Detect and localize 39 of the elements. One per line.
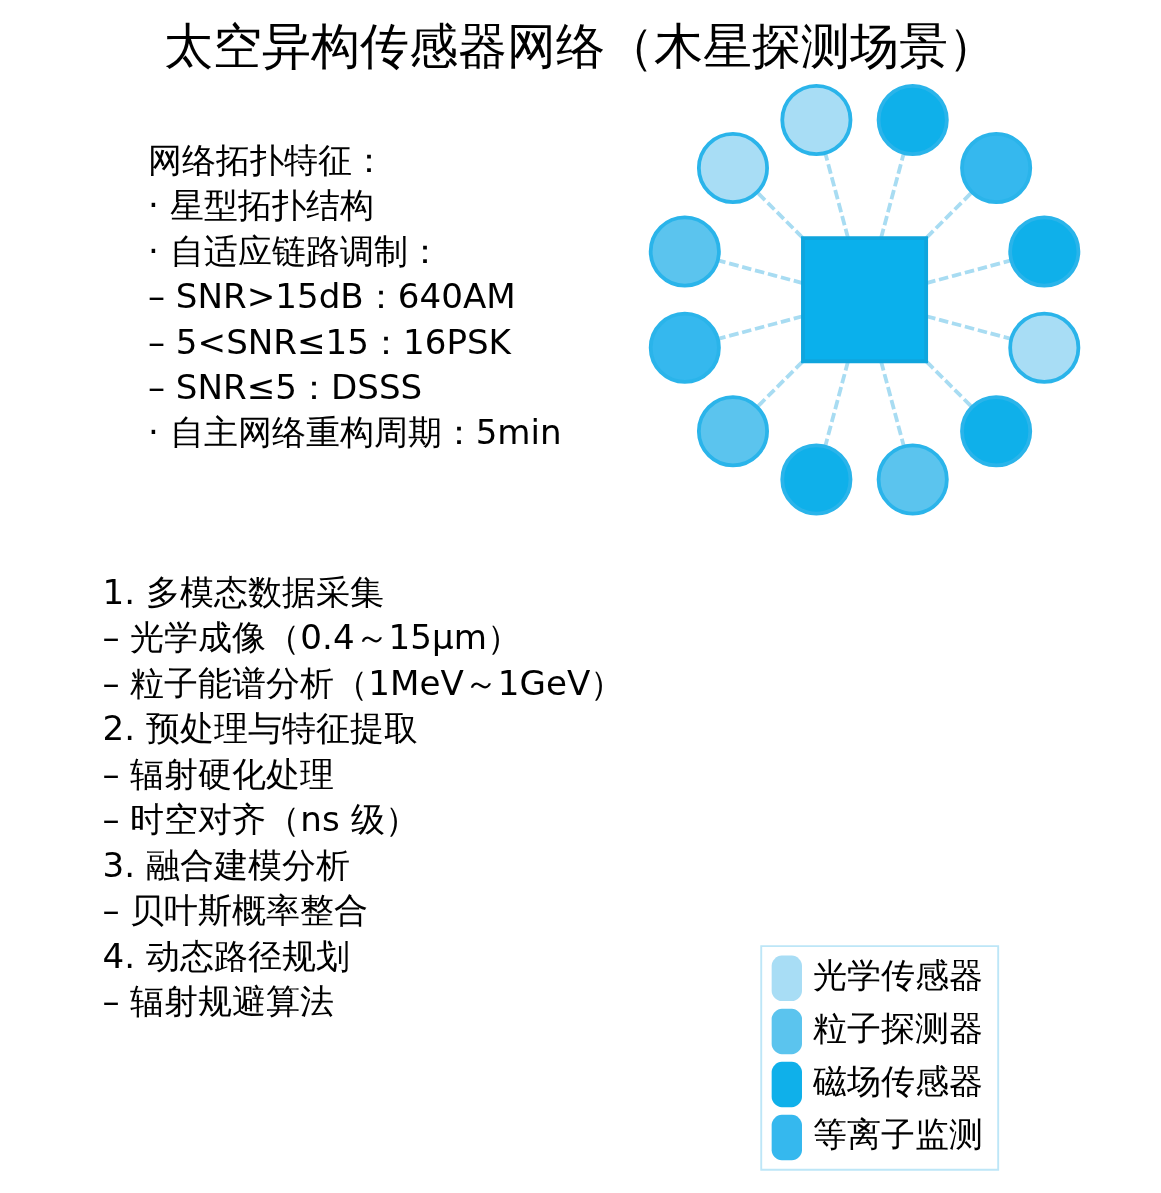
label: · 自主网络重构周期：5min [147,412,562,453]
label: – SNR≤5：DSSS [147,366,423,407]
legend-label: 粒子探测器 [813,1007,984,1048]
node-circle [1008,215,1081,288]
node-circle [696,395,769,468]
node-circle [876,443,949,516]
node-circle [696,132,769,205]
label: – 时空对齐（ns 级） [102,799,419,840]
node-circle [876,83,949,156]
legend-label: 光学传感器 [813,954,984,995]
connector [756,360,804,409]
label: · 星型拓扑结构 [147,185,374,226]
label: 网络拓扑特征： [147,139,386,180]
legend-label: 等离子监测 [813,1113,984,1154]
label: – 辐射硬化处理 [102,753,335,794]
node-circle [648,215,721,288]
label: 2. 预处理与特征提取 [102,708,418,749]
label: 3. 融合建模分析 [102,844,350,885]
node-circle [960,132,1033,205]
label: – 粒子能谱分析（1MeV～1GeV） [102,662,625,703]
label: 4. 动态路径规划 [102,935,350,976]
label: · 自适应链路调制： [147,230,442,271]
label: – 辐射规避算法 [102,981,335,1022]
connector [925,360,973,409]
label: – SNR>15dB：640AM [147,276,516,316]
node-circle [1008,311,1081,384]
node-circle [648,311,721,384]
legend-label: 磁场传感器 [813,1060,984,1101]
label: 1. 多模态数据采集 [102,571,384,612]
label: – 贝叶斯概率整合 [102,890,369,931]
connector [756,191,804,240]
node-circle [780,83,853,156]
label: – 5<SNR≤15：16PSK [147,321,512,362]
node-circle [960,395,1033,468]
node-box [801,236,929,364]
label: – 光学成像（0.4～15μm） [102,617,521,658]
node-circle [780,443,853,516]
connector [925,191,973,240]
diagram-title: 太空异构传感器网络（木星探测场景） [164,16,997,75]
